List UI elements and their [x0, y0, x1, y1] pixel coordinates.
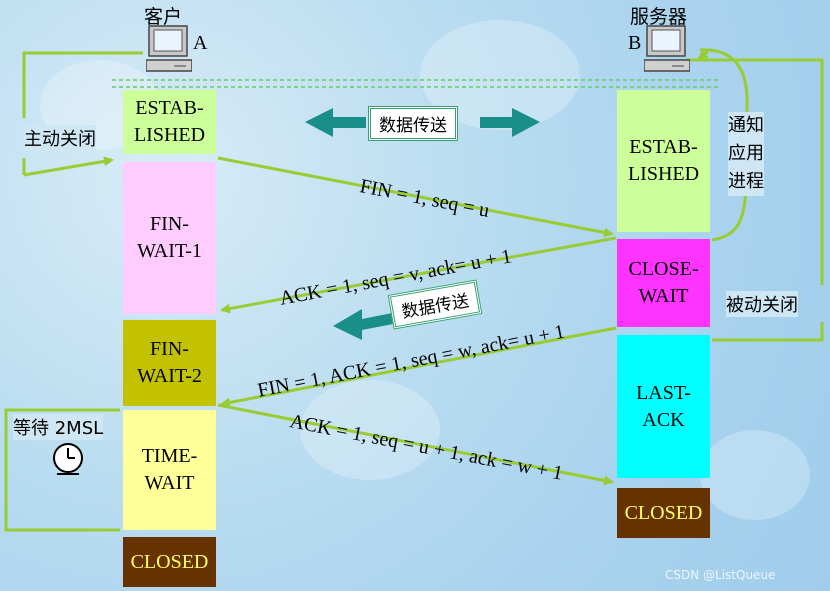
wait-2msl-label: 等待 2MSL: [13, 414, 104, 440]
client-computer-icon: [145, 24, 193, 78]
notify-app-label: 通知 应用 进程: [728, 112, 764, 196]
active-close-arrow: [23, 156, 114, 177]
server-computer-icon: [643, 24, 691, 78]
client-title: 客户: [144, 6, 183, 28]
server-state-close-wait: CLOSE- WAIT: [617, 239, 710, 327]
fin-ack-arrow-b-to-a: [220, 326, 617, 408]
server-state-last-ack: LAST- ACK: [617, 335, 710, 478]
server-title: 服务器: [630, 6, 688, 28]
client-state-closed: CLOSED: [123, 537, 216, 587]
last-ack-arrow-a-to-b: [217, 403, 614, 486]
client-state-established: ESTAB- LISHED: [123, 90, 216, 154]
transfer-arrow-left: [305, 108, 366, 137]
notify-app-line: [711, 189, 748, 242]
passive-close-label: 被动关闭: [726, 291, 798, 317]
transfer-arrow-left-2: [333, 309, 393, 340]
server-tag: B: [628, 32, 642, 54]
notify-app-line: [699, 48, 749, 121]
transfer-arrow-right: [480, 108, 540, 137]
notify-app-arrow: [697, 49, 709, 60]
ack-arrow-b-to-a: [220, 236, 617, 314]
active-close-label: 主动关闭: [24, 125, 96, 151]
server-state-closed: CLOSED: [617, 488, 710, 538]
passive-close-line: [686, 58, 824, 285]
client-state-time-wait: TIME- WAIT: [123, 410, 216, 530]
client-state-fin-wait-2: FIN- WAIT-2: [123, 320, 216, 406]
active-close-line: [22, 51, 143, 118]
client-tag: A: [193, 32, 208, 54]
passive-close-line: [712, 322, 824, 342]
fin-arrow-a-to-b: [217, 156, 614, 238]
client-state-fin-wait-1: FIN- WAIT-1: [123, 162, 216, 314]
data-transfer-label: 数据传送: [368, 106, 458, 141]
clock-icon: [53, 443, 83, 475]
watermark: CSDN @ListQueue: [665, 568, 776, 582]
wait-2msl-line: [4, 408, 120, 532]
server-state-established: ESTAB- LISHED: [617, 90, 710, 232]
